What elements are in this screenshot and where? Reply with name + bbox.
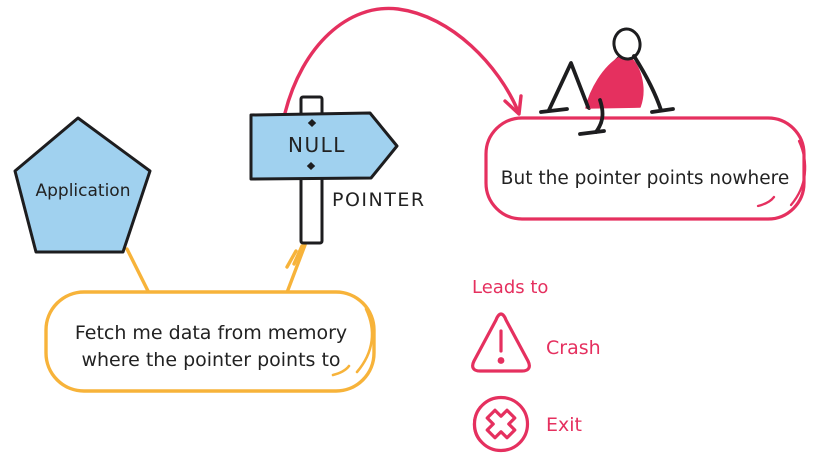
leads-to-heading: Leads to xyxy=(472,277,548,298)
arrow-curve xyxy=(283,6,520,115)
sitting-figure xyxy=(539,27,675,136)
null-sign-label: NULL xyxy=(288,133,346,157)
crash-label: Crash xyxy=(546,337,601,359)
arrowhead-icon xyxy=(292,244,304,266)
outcome-crash: Crash xyxy=(471,312,601,373)
arrowhead-icon xyxy=(285,249,298,269)
arrow-signpost-to-nowhere xyxy=(283,6,523,116)
exit-label: Exit xyxy=(546,414,582,436)
figure-left-leg xyxy=(547,61,590,112)
pentagon-shape xyxy=(13,116,152,254)
figure-head xyxy=(612,27,642,61)
bubble-sketch-stroke xyxy=(355,307,374,374)
fetch-bubble: Fetch me data from memory where the poin… xyxy=(44,290,376,393)
nowhere-bubble-text: But the pointer points nowhere xyxy=(501,168,789,189)
bubble-sketch-stroke xyxy=(756,195,776,208)
bubble-sketch-stroke xyxy=(789,139,807,207)
pointer-label: POINTER xyxy=(332,189,426,211)
figure-right-hand xyxy=(650,107,675,114)
x-cross-icon xyxy=(485,408,517,440)
null-signpost: NULL POINTER xyxy=(249,95,426,245)
warning-triangle-icon xyxy=(471,312,531,373)
outcomes-section: Leads to Crash Exit xyxy=(471,277,601,453)
sign-arrow-shape xyxy=(249,111,399,181)
fetch-bubble-line2: where the pointer points to xyxy=(81,349,340,371)
nail-icon xyxy=(306,162,316,170)
outcome-exit: Exit xyxy=(472,395,582,453)
figure-right-arm xyxy=(632,54,663,112)
figure-hanging-foot xyxy=(578,129,606,136)
application-node: Application xyxy=(13,116,152,254)
nail-icon xyxy=(307,119,317,127)
figure-torso xyxy=(585,55,644,109)
bubble-sketch-stroke xyxy=(331,364,351,377)
bubble-outline xyxy=(44,290,376,393)
nowhere-bubble: But the pointer points nowhere xyxy=(484,116,807,221)
application-label: Application xyxy=(36,181,131,201)
arrowhead-icon xyxy=(503,94,523,116)
figure-left-foot xyxy=(539,107,569,114)
circle-sketch-stroke xyxy=(472,405,482,443)
fetch-bubble-line1: Fetch me data from memory xyxy=(75,322,347,344)
x-circle-icon xyxy=(472,395,530,453)
exclamation-dot xyxy=(497,357,505,364)
